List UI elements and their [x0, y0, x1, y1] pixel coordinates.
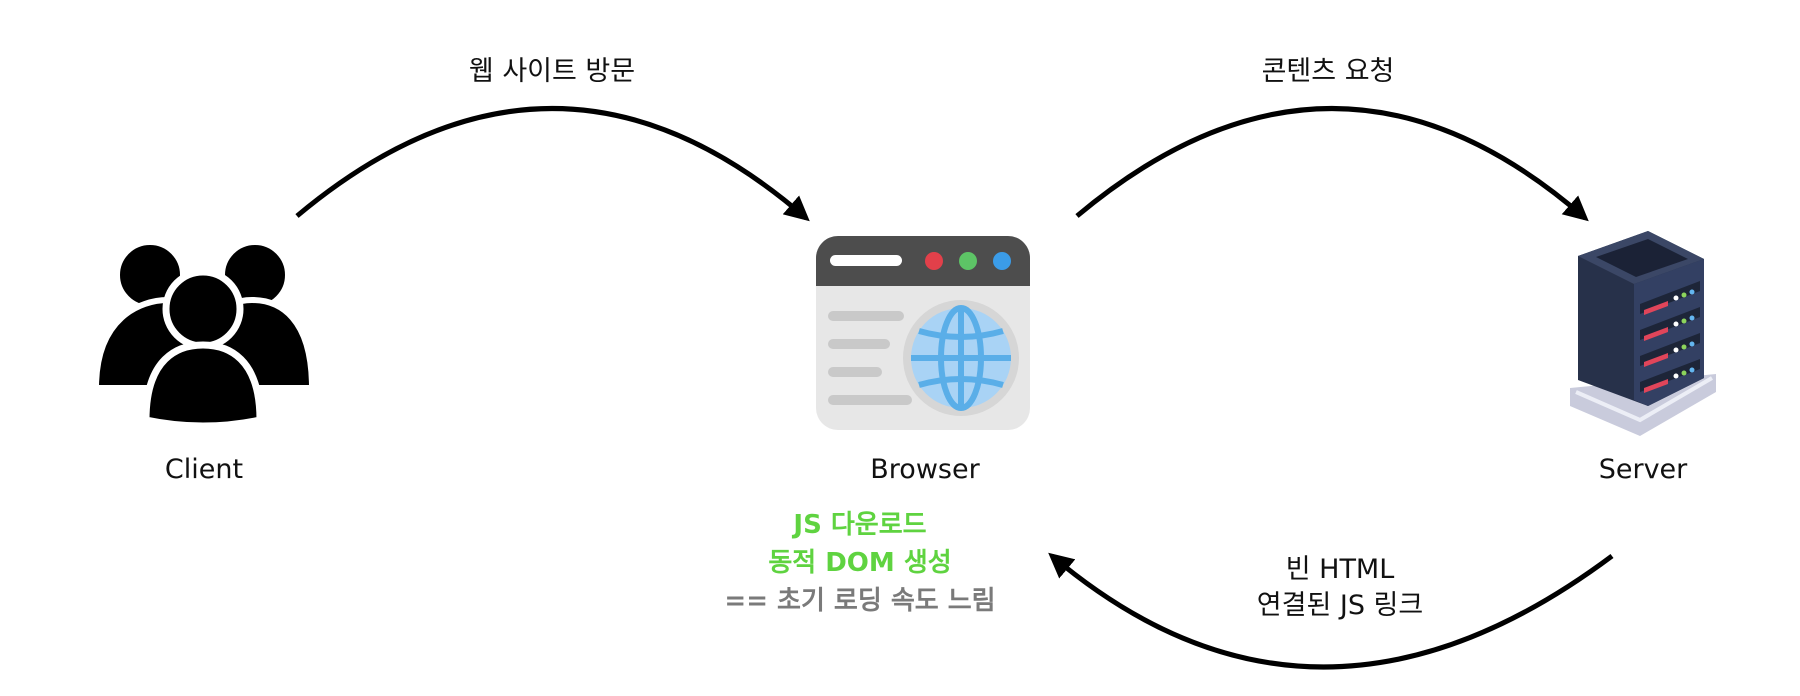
users-icon	[92, 239, 316, 430]
server-label: Server	[1598, 454, 1688, 485]
browser-globe-icon	[816, 236, 1030, 430]
arrow-response	[1048, 552, 1614, 670]
note-slow-loading: == 초기 로딩 속도 느림	[724, 586, 996, 616]
arrow-visit	[295, 106, 810, 222]
browser-label: Browser	[870, 454, 980, 485]
response-line-1: 빈 HTML	[1285, 554, 1395, 585]
server-rack-icon	[1570, 231, 1716, 436]
browser-notes: JS 다운로드 동적 DOM 생성 == 초기 로딩 속도 느림	[690, 506, 1030, 620]
response-label: 빈 HTML 연결된 JS 링크	[1200, 552, 1480, 624]
visit-label: 웹 사이트 방문	[468, 56, 636, 87]
note-js-download: JS 다운로드	[793, 510, 927, 540]
response-line-2: 연결된 JS 링크	[1256, 590, 1424, 621]
client-label: Client	[164, 454, 244, 485]
arrow-request	[1075, 106, 1589, 222]
note-dynamic-dom: 동적 DOM 생성	[768, 548, 952, 578]
request-label: 콘텐츠 요청	[1261, 56, 1395, 87]
